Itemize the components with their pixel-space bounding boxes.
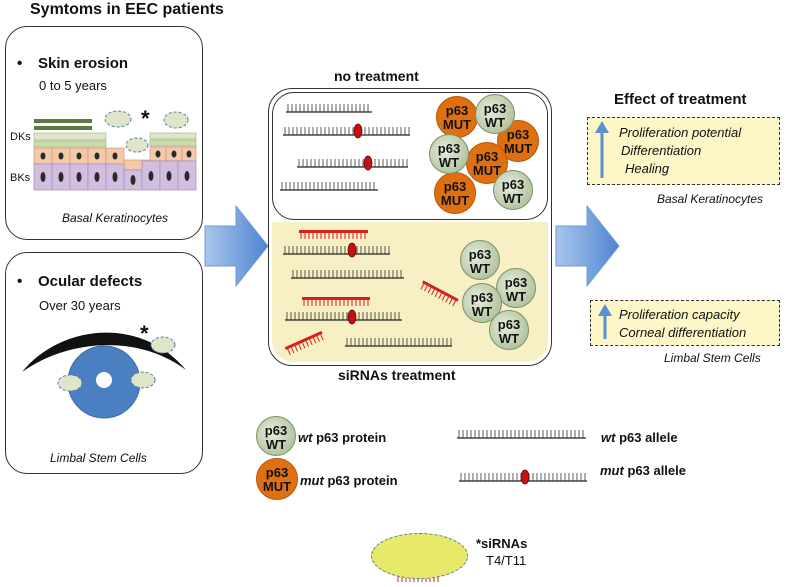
ocular-caption: Limbal Stem Cells: [50, 451, 147, 465]
wt-allele-strand: [286, 104, 372, 113]
ocular-title: Ocular defects: [38, 273, 143, 290]
effect-box-limbal: [590, 300, 780, 346]
dks-label: DKs: [10, 131, 31, 143]
legend-mut-allele: mut p63 allele: [600, 463, 686, 478]
effect-box2-line2: Corneal differentiation: [619, 325, 747, 340]
effect-box1-line1: Proliferation potential: [619, 125, 742, 140]
bks-label: BKs: [10, 172, 31, 184]
legend-mut-protein: mut p63 protein: [300, 473, 398, 488]
cell-nuclei: [40, 150, 192, 185]
wt-allele-strand: [280, 182, 378, 191]
effect-box1-line2: Differentiation: [621, 143, 702, 158]
mut-protein-bubble: p63 MUT: [497, 120, 539, 162]
up-arrow-icon: [598, 304, 612, 339]
sirna-free: [420, 280, 459, 307]
basal-cells: [33, 160, 197, 191]
effect-box1-caption: Basal Keratinocytes: [657, 192, 764, 206]
effect-title: Effect of treatment: [614, 91, 747, 108]
wt-allele-strand: [291, 270, 404, 279]
mut-protein-bubble: p63 MUT: [436, 96, 478, 138]
left-title: Symtoms in EEC patients: [30, 1, 224, 18]
mutation-marker: [363, 155, 373, 171]
ocular-age: Over 30 years: [39, 298, 121, 313]
legend-wt-bubble: p63 WT: [256, 416, 296, 456]
mut-allele-strand: [283, 127, 410, 136]
wt-protein-bubble: p63 WT: [489, 310, 529, 350]
mutation-marker: [353, 123, 363, 139]
effect-box1-line3: Healing: [625, 161, 670, 176]
sirna-bound: [302, 297, 370, 306]
sirna-treatment-label: siRNAs treatment: [338, 367, 456, 383]
up-arrow-icon: [595, 121, 609, 178]
skin-caption: Basal Keratinocytes: [62, 211, 169, 225]
mut-allele-strand: [285, 312, 402, 321]
wt-protein-bubble: p63 WT: [429, 134, 469, 174]
wt-protein-bubble: p63 WT: [496, 268, 536, 308]
legend-wt-protein: wt p63 protein: [298, 430, 387, 445]
skin-title: Skin erosion: [38, 55, 129, 72]
wt-allele-strand: [345, 338, 452, 347]
mutation-marker: [520, 469, 530, 485]
skin-star: *: [141, 106, 150, 131]
wt-protein-bubble: p63 WT: [460, 240, 500, 280]
skin-bullet: •: [17, 55, 23, 72]
differentiated-layers: [33, 119, 197, 148]
mut-allele-strand: [283, 246, 390, 255]
effect-box2-caption: Limbal Stem Cells: [664, 351, 761, 365]
ocular-bullet: •: [17, 273, 23, 290]
effect-box-basal: [587, 117, 780, 185]
mutation-marker: [347, 242, 357, 258]
legend-sirna-title: *siRNAs: [476, 536, 528, 551]
mutation-marker: [347, 309, 357, 325]
legend-wt-allele-strand: [457, 430, 586, 439]
mut-protein-bubble: p63 MUT: [434, 172, 476, 214]
legend-wt-allele: wt p63 allele: [601, 430, 678, 445]
mut-allele-strand: [297, 159, 408, 168]
wt-protein-bubble: p63 WT: [493, 170, 533, 210]
skin-age: 0 to 5 years: [39, 78, 107, 93]
legend-sirna-oval: [371, 533, 468, 579]
legend-sirna-sub: T4/T11: [486, 553, 527, 568]
effect-box2-line1: Proliferation capacity: [619, 307, 740, 322]
sirna-free: [284, 330, 324, 355]
ocular-star: *: [140, 321, 149, 346]
sirna-ovals: [104, 110, 189, 153]
wt-protein-bubble: p63 WT: [462, 283, 502, 323]
wt-protein-bubble: p63 WT: [475, 94, 515, 134]
legend-mut-bubble: p63 MUT: [256, 458, 298, 500]
no-treatment-label: no treatment: [334, 68, 419, 84]
sirna-bound: [299, 230, 368, 239]
